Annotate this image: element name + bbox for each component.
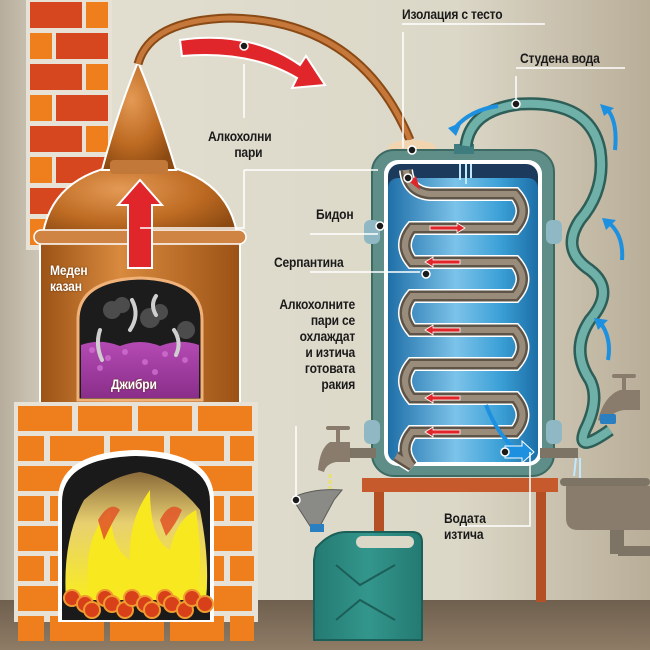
fireplace [14, 402, 258, 641]
leader-lines [140, 23, 625, 527]
brick [18, 406, 72, 431]
ember [196, 595, 214, 613]
brick [30, 64, 82, 90]
label-alcohol-vapors: Алкохолни пари [208, 128, 272, 160]
outflow-pipe [540, 448, 578, 458]
brick [18, 556, 44, 581]
jerrycan [313, 531, 423, 641]
brick [230, 496, 254, 521]
brick [230, 436, 254, 461]
brick [86, 126, 108, 152]
cooling-coil [392, 168, 530, 472]
coil-highlight [394, 169, 526, 469]
label-insulation: Изолация с тесто [402, 6, 503, 22]
brick [86, 2, 108, 28]
brick [30, 95, 52, 121]
water-out-arrow-icon [504, 439, 535, 465]
label-cold-water: Студена вода [520, 50, 600, 66]
label-alcohol-vapors-line: Алкохолни [208, 128, 272, 144]
brick [56, 33, 108, 59]
copper-still [33, 59, 247, 409]
label-condensation-line: Алкохолните [279, 296, 355, 312]
brick [18, 496, 44, 521]
label-condensation-line: готовата [304, 360, 355, 376]
label-condensation-line: ракия [321, 376, 355, 392]
coil-flow-arrow-icon [424, 426, 461, 438]
coil-flow-arrow-icon [424, 256, 461, 268]
label-copper-pot-line: казан [50, 278, 82, 294]
coil-flow-arrow-icon [429, 222, 466, 234]
ember [143, 601, 161, 619]
leader-dots [239, 41, 521, 505]
water-tap [598, 374, 640, 424]
brick [56, 95, 108, 121]
brick [230, 616, 254, 641]
brick [198, 406, 252, 431]
brick [86, 64, 108, 90]
ember [83, 601, 101, 619]
brick [138, 406, 192, 431]
label-coil: Серпантина [274, 254, 344, 270]
label-water-outflow-line: Водата [444, 510, 486, 526]
label-water-outflow: Водата изтича [444, 510, 486, 542]
mash [81, 341, 199, 398]
brick [30, 126, 82, 152]
label-alcohol-vapors-line: пари [234, 144, 263, 160]
label-mash: Джибри [111, 376, 157, 392]
sink [560, 478, 650, 556]
label-condensation-line: и изтича [305, 344, 355, 360]
vapor-up-arrow-icon [115, 178, 165, 269]
funnel [291, 489, 343, 527]
label-copper-pot: Меден казан [50, 262, 88, 294]
label-condensation: Алкохолните пари се охлаждат и изтича го… [279, 296, 355, 392]
label-water-outflow-line: изтича [444, 526, 484, 542]
label-condensation-line: пари се [310, 312, 355, 328]
brick [18, 436, 44, 461]
brick [230, 556, 254, 581]
label-copper-pot-line: Меден [50, 262, 88, 278]
brick [30, 2, 82, 28]
vapor-flow-arrow-icon [178, 36, 327, 90]
coil-flow-arrow-icon [424, 324, 461, 336]
brick [78, 406, 132, 431]
label-condensation-line: охлаждат [299, 328, 356, 344]
brick [30, 33, 52, 59]
coil-flow-arrow-icon [424, 392, 461, 404]
label-can: Бидон [316, 206, 354, 222]
brick [18, 616, 44, 641]
brick [30, 157, 52, 183]
